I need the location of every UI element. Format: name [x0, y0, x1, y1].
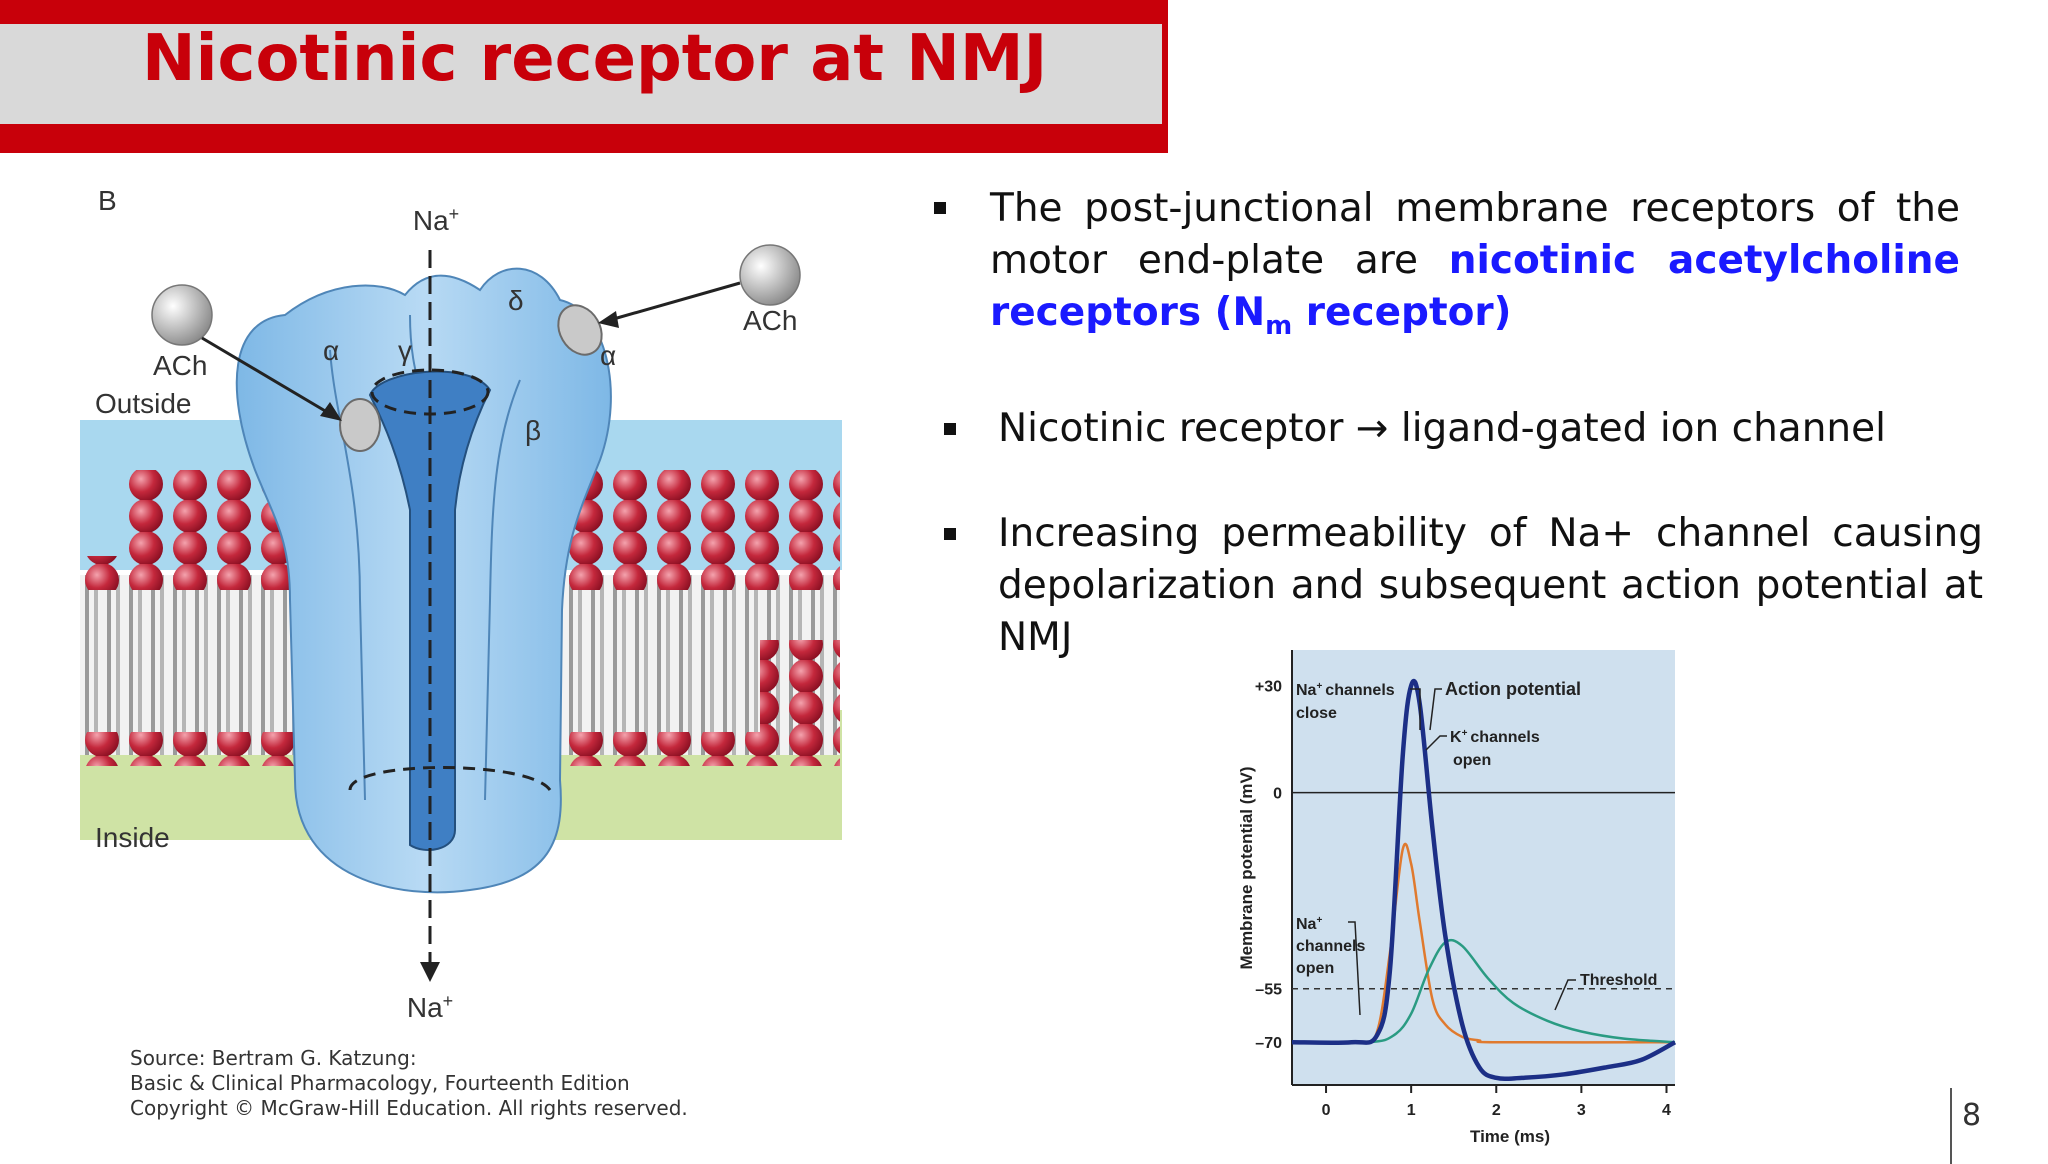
bullet-3: Increasing permeability of Na+ channel c… — [998, 511, 1983, 660]
y-tick-label: –70 — [1255, 1035, 1282, 1052]
annotation-k-open: K+channels — [1450, 728, 1540, 746]
ach-arrow-right — [609, 281, 741, 322]
x-tick-label: 1 — [1407, 1102, 1416, 1119]
panel-label: B — [98, 185, 117, 216]
subunit-alpha-left: α — [323, 335, 339, 366]
y-tick-label: +30 — [1255, 679, 1282, 696]
bullet-marker — [934, 202, 946, 214]
annotation-na-open-3: open — [1296, 960, 1334, 977]
page-divider — [1950, 1088, 1952, 1164]
na-top-label: Na+ — [413, 204, 459, 236]
title-bar: Nicotinic receptor at NMJ — [0, 0, 1168, 153]
bullet-1-subscript: m — [1265, 310, 1293, 341]
subunit-alpha-right: α — [600, 340, 616, 371]
ach-right-label: ACh — [743, 305, 797, 336]
annotation-na-open: Na+ — [1296, 915, 1322, 933]
receptor-figure: B Na+ Na+ ACh ACh Outside Inside α γ δ α… — [80, 185, 842, 1020]
x-tick-label: 2 — [1492, 1102, 1501, 1119]
na-bottom-label: Na+ — [407, 991, 453, 1020]
ach-molecule-left — [151, 284, 213, 346]
annotation-action-potential: Action potential — [1445, 679, 1581, 699]
ion-pore — [368, 370, 492, 851]
annotation-na-close: Na+channels — [1296, 681, 1395, 699]
action-potential-chart: 0 1 2 3 4 +30 0 –55 –70 Time (ms) Membrane poten… — [1237, 650, 1677, 1146]
annotation-na-close-2: close — [1296, 705, 1337, 722]
slide-title: Nicotinic receptor at NMJ — [142, 22, 1048, 96]
annotation-threshold: Threshold — [1580, 972, 1657, 989]
x-tick-label: 0 — [1322, 1102, 1331, 1119]
ach-arrow-left — [201, 336, 333, 417]
na-flow-arrowhead — [420, 962, 440, 982]
series-line-action-potential — [1291, 678, 1677, 1082]
ach-binding-site-left — [339, 398, 381, 452]
y-tick-label: 0 — [1273, 786, 1282, 803]
series-line-k-conductance — [1291, 938, 1676, 1044]
y-axis-label: Membrane potential (mV) — [1237, 766, 1256, 969]
source-line: Copyright © McGraw-Hill Education. All r… — [130, 1096, 688, 1120]
ach-molecule-right — [739, 244, 801, 306]
annotation-k-open-2: open — [1453, 752, 1491, 769]
bullet-marker — [944, 423, 956, 435]
bullet-1-highlight: nicotinic acetylcholine receptors (N — [990, 238, 1960, 335]
title-background — [0, 24, 1162, 124]
source-line: Source: Bertram G. Katzung: — [130, 1046, 417, 1070]
chart-plot-background — [1292, 650, 1675, 1085]
source-caption: Source: Bertram G. Katzung: Basic & Clin… — [130, 1046, 688, 1121]
x-tick-label: 4 — [1662, 1102, 1671, 1119]
outside-label: Outside — [95, 388, 192, 419]
inside-label: Inside — [95, 822, 170, 853]
page-number: 8 — [1962, 1098, 1982, 1133]
subunit-gamma: γ — [398, 335, 412, 366]
ach-binding-site-right — [557, 304, 603, 356]
subunit-delta: δ — [508, 285, 524, 316]
membrane-heads-bottom-right — [760, 640, 840, 740]
x-tick-label: 3 — [1577, 1102, 1586, 1119]
annotation-na-open-2: channels — [1296, 938, 1365, 955]
subunit-beta: β — [525, 415, 541, 446]
y-tick-label: –55 — [1255, 982, 1282, 999]
bullet-2: Nicotinic receptor → ligand-gated ion ch… — [998, 406, 1886, 451]
bullet-1-text: The post-junctional membrane receptors o… — [990, 186, 1960, 283]
ach-left-label: ACh — [153, 350, 207, 381]
bullet-marker — [944, 528, 956, 540]
bullet-1-highlight-end: receptor) — [1292, 290, 1512, 335]
source-line: Basic & Clinical Pharmacology, Fourteent… — [130, 1071, 630, 1095]
bullet-1: The post-junctional membrane receptors o… — [990, 183, 1960, 352]
x-axis-label: Time (ms) — [1470, 1127, 1550, 1146]
